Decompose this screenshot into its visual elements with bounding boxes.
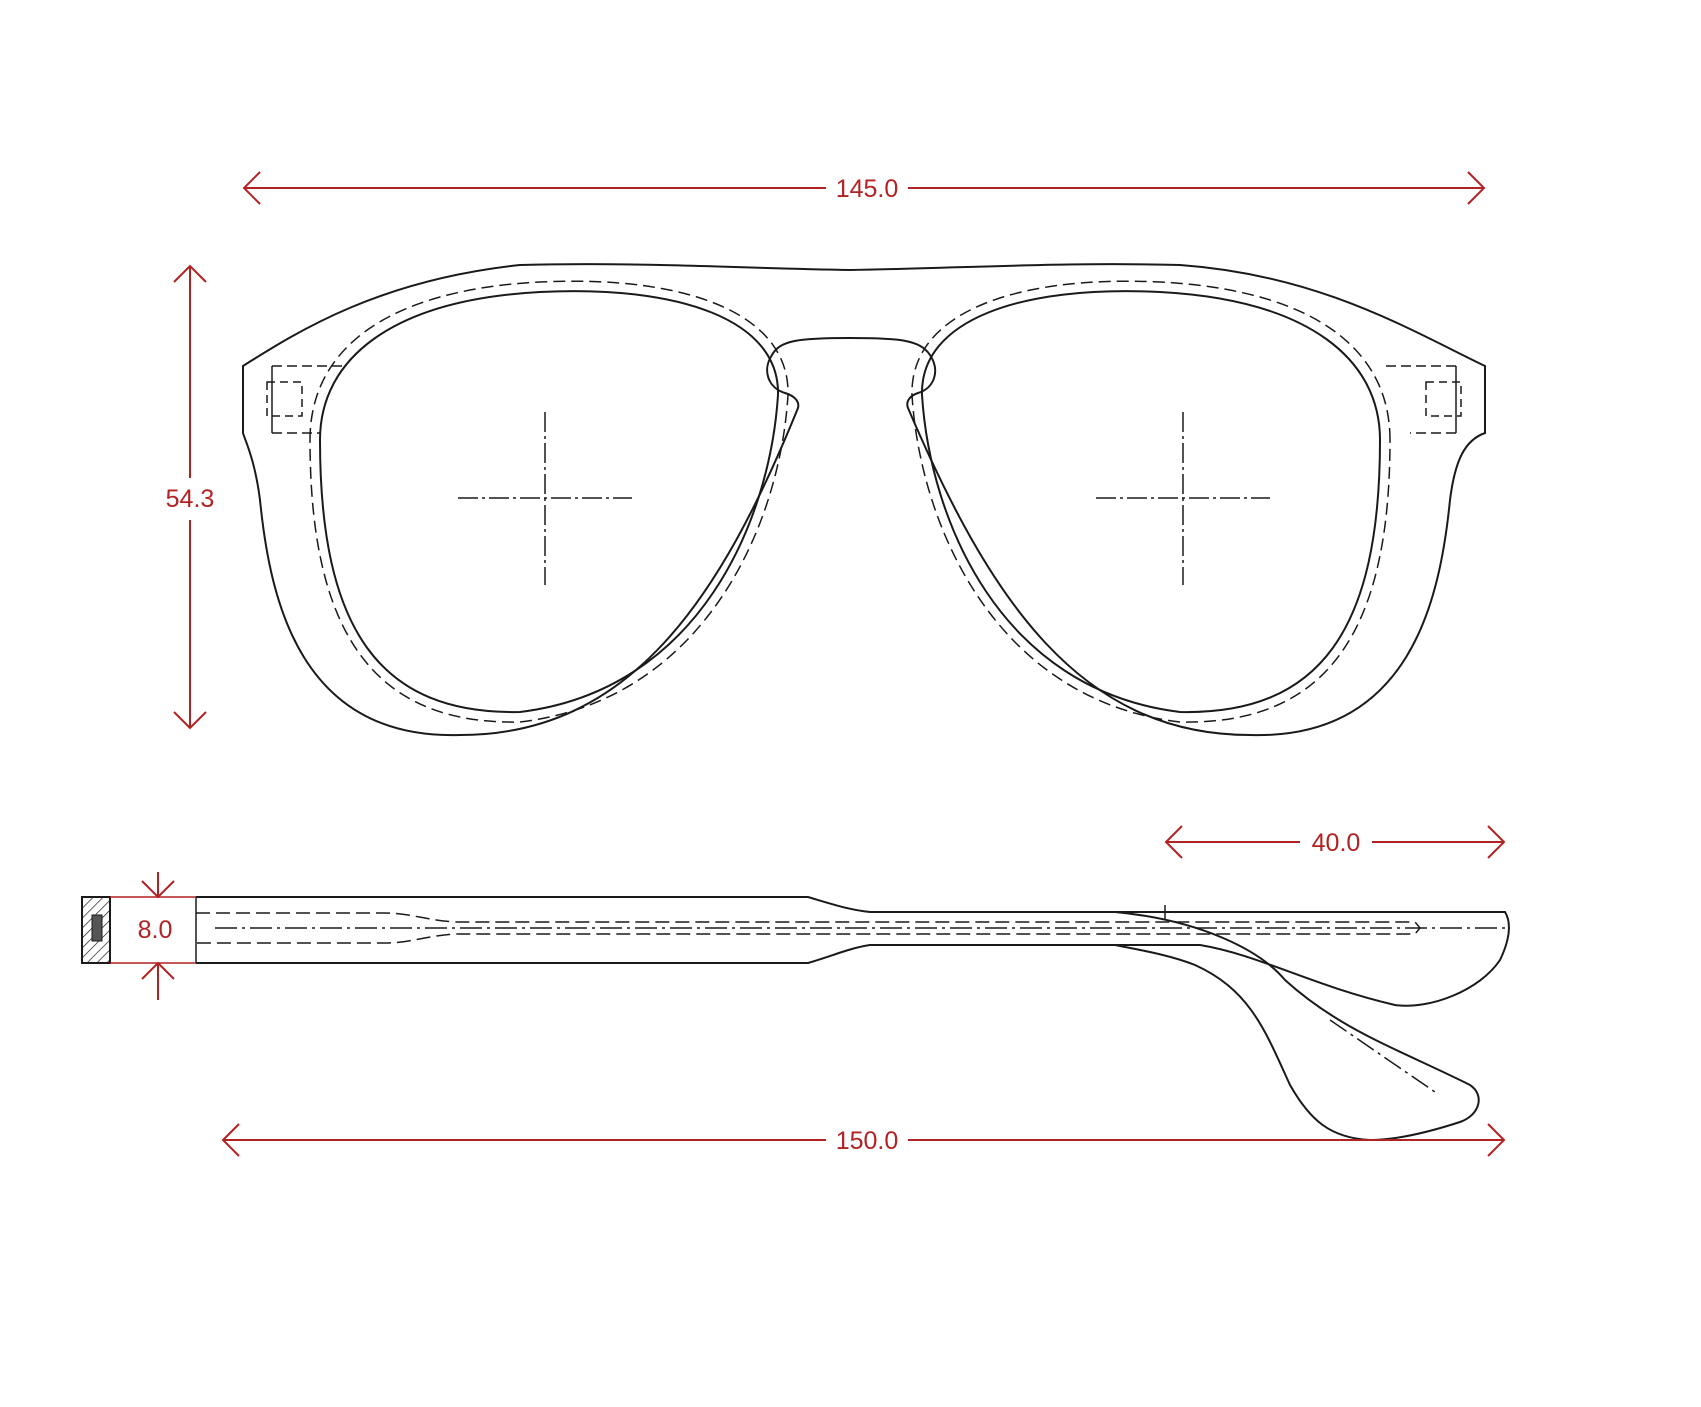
front-view: [242, 263, 1486, 737]
right-lens-groove: [911, 280, 1391, 723]
left-lens-centre-mark: [458, 412, 632, 585]
label-total-width: 145.0: [836, 175, 899, 203]
dimension-lines: [110, 171, 1506, 1157]
right-lens-centre-mark: [1096, 412, 1270, 585]
temple-arm-outline: [196, 896, 1510, 1007]
dimension-total-width: [242, 171, 1486, 205]
right-lens-outline: [920, 290, 1382, 714]
label-temple-bend: 40.0: [1312, 829, 1361, 857]
left-lens-groove: [309, 280, 789, 723]
left-hinge: [242, 365, 345, 434]
side-view: [81, 896, 1510, 1142]
label-frame-height: 54.3: [166, 485, 215, 513]
front-frame-outline: [242, 263, 1486, 737]
left-lens-outline: [318, 290, 780, 714]
label-temple-length: 150.0: [836, 1127, 899, 1155]
earpiece-centre-line: [1329, 1019, 1436, 1093]
dimension-temple-thickness: [110, 872, 196, 1000]
dimension-frame-height: [173, 264, 207, 730]
label-temple-thickness: 8.0: [138, 916, 173, 944]
hinge-core: [91, 914, 103, 942]
earpiece-bend: [1114, 911, 1480, 1142]
dimension-temple-bend: [1164, 825, 1506, 859]
right-hinge: [1385, 365, 1486, 434]
dimension-labels: 145.0 54.3 8.0 40.0 150.0: [138, 175, 1361, 1155]
dimension-temple-length: [221, 1123, 1506, 1157]
